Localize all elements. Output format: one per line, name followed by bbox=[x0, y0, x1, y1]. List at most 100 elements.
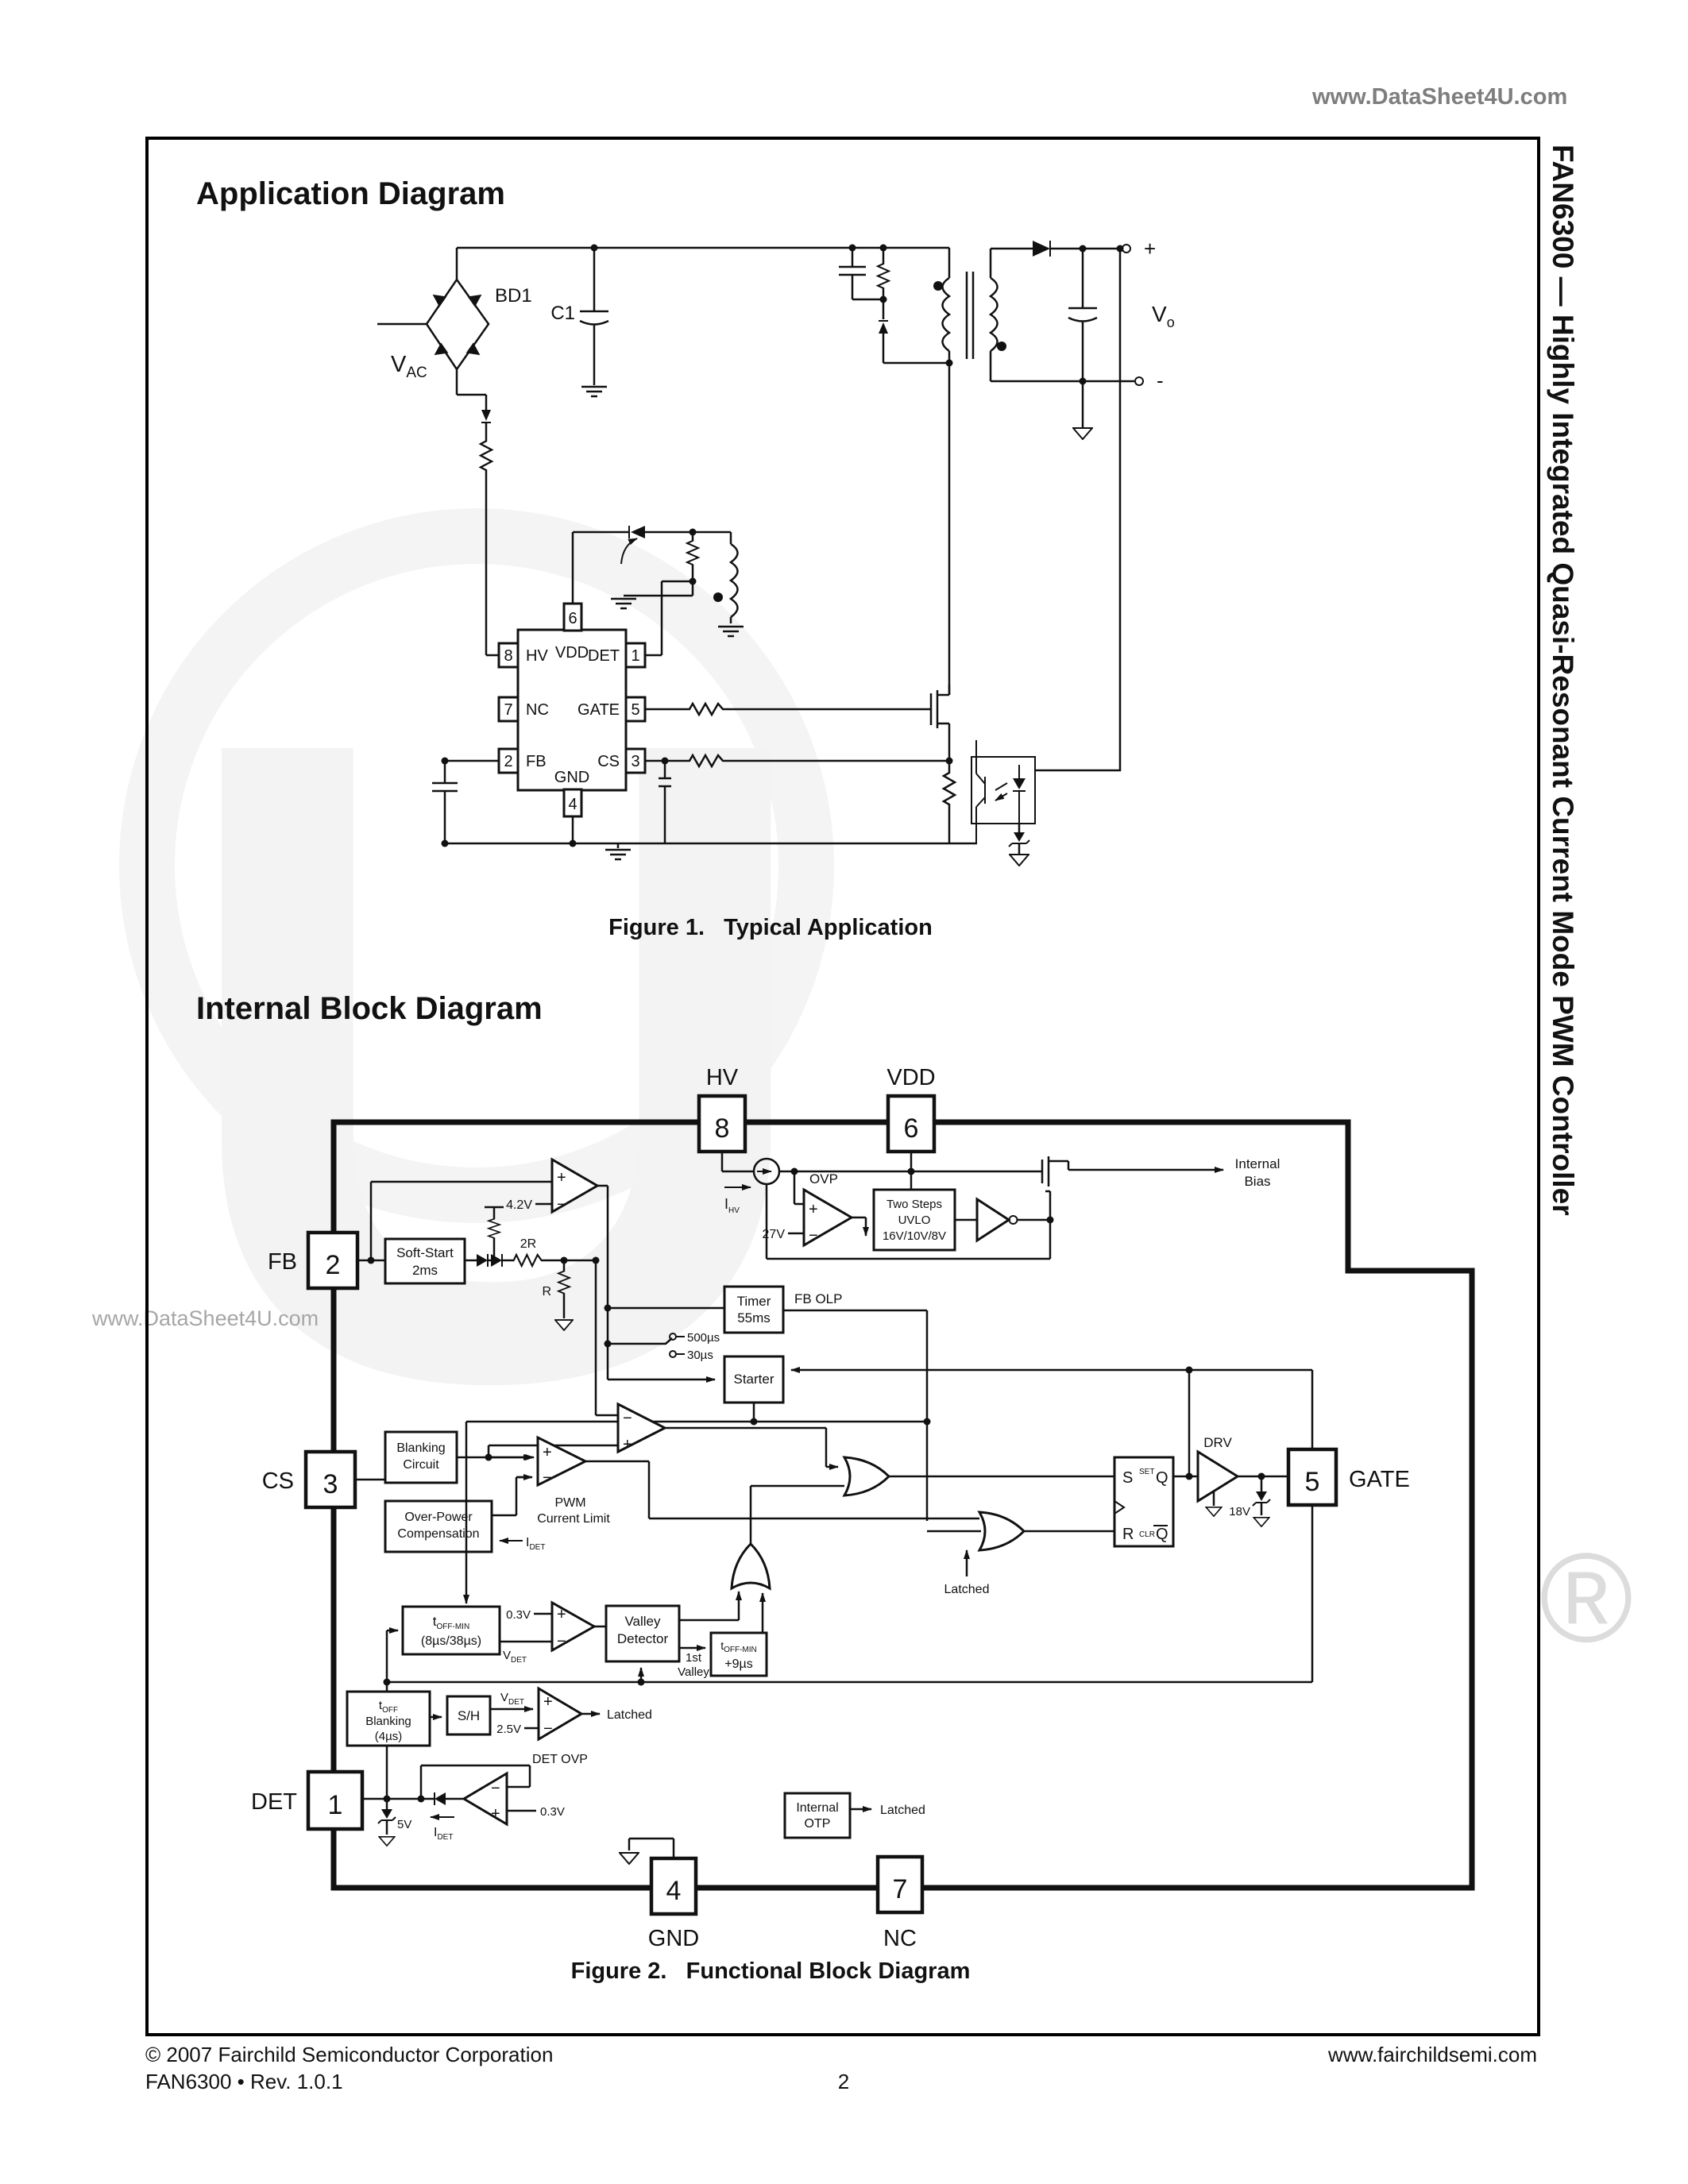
toff-min-line2: (8µs/38µs) bbox=[421, 1634, 481, 1648]
internal-bias-section: Internal Bias bbox=[1041, 1156, 1280, 1189]
opc-line2: Compensation bbox=[397, 1527, 479, 1541]
dc-bus-and-c1: C1 bbox=[457, 244, 949, 398]
cs-pin-label: CS bbox=[262, 1468, 294, 1494]
hv-startup-branch bbox=[479, 395, 499, 657]
application-diagram-heading: Application Diagram bbox=[196, 176, 505, 211]
figure1-typical-application: BD1 VAC C1 + - Vo 8 1 7 5 2 3 6 4 HV VDD… bbox=[377, 237, 1175, 866]
ic-fb-label: FB bbox=[526, 753, 547, 770]
42v-label: 4.2V bbox=[506, 1198, 532, 1212]
18v-label: 18V bbox=[1229, 1505, 1250, 1518]
valley-or-gate bbox=[730, 1542, 771, 1591]
header-url: www.DataSheet4U.com bbox=[1312, 84, 1568, 110]
or-gate-wiring: Latched bbox=[749, 1475, 1114, 1596]
otp-latched-label: Latched bbox=[880, 1804, 925, 1817]
current-limit-comparator bbox=[536, 1435, 589, 1488]
internal-otp-section: Internal OTP Latched bbox=[783, 1792, 925, 1839]
det-ovp-minus: − bbox=[543, 1720, 553, 1738]
1st-valley-line2: Valley bbox=[678, 1665, 709, 1679]
watermark-logo-letter: U bbox=[167, 550, 827, 1570]
vdet-label-1: VDET bbox=[503, 1649, 527, 1665]
03v-label-2: 0.3V bbox=[540, 1805, 565, 1819]
det-opamp-minus: − bbox=[491, 1780, 500, 1797]
pin7-number: 7 bbox=[504, 701, 512, 719]
valley-comparator bbox=[550, 1600, 597, 1653]
toff-blanking-line3: (4µs) bbox=[375, 1730, 402, 1743]
pwm-label-line2: Current Limit bbox=[537, 1512, 610, 1526]
soft-start-block bbox=[384, 1237, 466, 1285]
ic-gnd-label: GND bbox=[554, 769, 589, 786]
toff-blanking-line1: tOFF bbox=[379, 1699, 398, 1715]
pwm-comp-minus: − bbox=[623, 1410, 632, 1427]
ic-nc-label: NC bbox=[526, 701, 549, 719]
2r-label: 2R bbox=[520, 1237, 536, 1251]
det-pin-label: DET bbox=[251, 1789, 297, 1815]
snubber-network bbox=[839, 248, 953, 367]
content-frame bbox=[145, 137, 1540, 2036]
timer-starter-section: Timer 55ms FB OLP Starter 500µs 30µs bbox=[466, 1285, 1312, 1521]
cs-sense-network bbox=[645, 723, 956, 843]
pin1-number: 1 bbox=[631, 647, 639, 665]
pin6-number: 6 bbox=[904, 1113, 919, 1144]
watermark-registered-icon: ® bbox=[1539, 1526, 1633, 1669]
starter-label: Starter bbox=[733, 1372, 774, 1387]
feedback-line bbox=[1035, 249, 1122, 772]
toff-min-9us-block bbox=[709, 1631, 768, 1677]
optocoupler-feedback bbox=[971, 740, 1036, 866]
vo-label: Vo bbox=[1152, 302, 1175, 330]
uvlo-line1: Two Steps bbox=[886, 1198, 942, 1211]
vdd-pin-label: VDD bbox=[886, 1065, 935, 1090]
aux-phase-dot bbox=[713, 592, 723, 602]
otp-line1: Internal bbox=[796, 1801, 838, 1815]
vac-label: VAC bbox=[391, 352, 427, 381]
pin3-number: 3 bbox=[631, 753, 639, 770]
pin4-number: 4 bbox=[568, 796, 577, 813]
ovp-minus: − bbox=[809, 1227, 818, 1244]
hv-pin-label: HV bbox=[706, 1065, 739, 1090]
ic-gate-label: GATE bbox=[577, 701, 620, 719]
uvlo-line2: UVLO bbox=[898, 1214, 931, 1227]
uvlo-line3: 16V/10V/8V bbox=[883, 1229, 946, 1243]
fb-comp-minus: − bbox=[557, 1196, 566, 1214]
pin8-number: 8 bbox=[504, 647, 512, 665]
1st-valley-line1: 1st bbox=[686, 1651, 702, 1665]
opc-idet-label: IDET bbox=[526, 1536, 545, 1552]
det-ovp-comparator bbox=[537, 1686, 584, 1742]
figure2-caption: Figure 2. Functional Block Diagram bbox=[570, 1958, 971, 1984]
fb-42v-comparator bbox=[550, 1157, 600, 1214]
toff-blanking-line2: Blanking bbox=[365, 1715, 411, 1728]
valley-detector-line1: Valley bbox=[624, 1614, 661, 1629]
ovp-plus: + bbox=[809, 1201, 818, 1218]
ic-vdd-label: VDD bbox=[555, 644, 589, 662]
footer-revision: FAN6300 • Rev. 1.0.1 bbox=[145, 2070, 343, 2093]
det-ovp-plus: + bbox=[543, 1693, 553, 1711]
sample-hold-block bbox=[446, 1695, 492, 1736]
sr-latch: S SET Q R CLR Q bbox=[1113, 1456, 1175, 1548]
or-latched-label: Latched bbox=[944, 1583, 990, 1596]
ovp-comparator bbox=[802, 1187, 854, 1248]
bd1-label: BD1 bbox=[495, 285, 532, 307]
500us-label: 500µs bbox=[687, 1331, 720, 1345]
pin5-number: 5 bbox=[631, 701, 639, 719]
pin5-number: 5 bbox=[1305, 1467, 1320, 1497]
watermark-url-text: www.DataSheet4U.com bbox=[92, 1306, 319, 1330]
valley-detector-block bbox=[605, 1604, 681, 1663]
latch-qbar-label: Q bbox=[1156, 1526, 1168, 1543]
footer-copyright: © 2007 Fairchild Semiconductor Corporati… bbox=[145, 2043, 554, 2066]
ic-det-label: DET bbox=[588, 647, 620, 665]
uvlo-inverter bbox=[975, 1197, 1011, 1243]
5v-label: 5V bbox=[397, 1818, 411, 1831]
gate-pin-label: GATE bbox=[1349, 1467, 1410, 1492]
fb-comp-plus: + bbox=[557, 1169, 566, 1187]
toff-min-block bbox=[401, 1605, 501, 1656]
fb-olp-label: FB OLP bbox=[794, 1291, 842, 1306]
ovp-27v-label: 27V bbox=[763, 1228, 786, 1241]
drv-buffer bbox=[1196, 1449, 1240, 1503]
over-power-compensation-block bbox=[384, 1499, 493, 1553]
timer-block bbox=[723, 1285, 785, 1334]
latch-clock-notch bbox=[1114, 1500, 1126, 1515]
internal-block-diagram-heading: Internal Block Diagram bbox=[196, 991, 543, 1026]
opc-line1: Over-Power bbox=[404, 1511, 473, 1524]
latch-s-label: S bbox=[1122, 1469, 1133, 1487]
pin1-number: 1 bbox=[328, 1790, 343, 1820]
latch-q-label: Q bbox=[1156, 1469, 1168, 1487]
